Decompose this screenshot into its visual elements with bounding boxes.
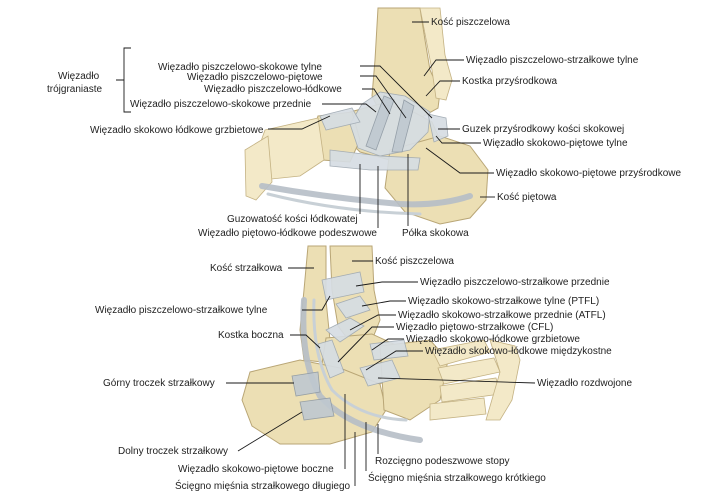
group-name-line1: Więzadło [58,71,100,82]
label-kosc-piszczelowa-top: Kość piszczelowa [431,17,510,28]
label-guzowatosc: Guzowatość kości łódkowatej [227,214,358,225]
label-guzek-przysrodkowy: Guzek przyśrodkowy kości skokowej [462,124,624,135]
bottom-peroneal-tendon-brevis [312,298,408,422]
label-rozciegno: Rozcięgno podeszwowe stopy [375,456,510,467]
label-wiez-skok-lodk-grzbietowe-bottom: Więzadło skokowo-łódkowe grzbietowe [406,334,580,345]
label-cfl: Więzadło piętowo-strzałkowe (CFL) [396,322,553,333]
top-posterior-ligament [427,113,449,143]
top-plantar-tendon [259,183,473,208]
label-sciegno-dlugiego: Ścięgno mięśnia strzałkowego długiego [175,479,351,492]
label-wiez-skok-lodk-miedzykostne: Więzadło skokowo-łódkowe międzykostne [425,346,612,357]
label-wiez-piet-lodk-podeszwowe: Więzadło piętowo-łódkowe podeszwowe [198,228,377,239]
medial-view-illustration [244,7,489,225]
bottom-tibiofibular-ligament [321,271,365,301]
label-wiez-skok-piet-przysrodkowe: Więzadło skokowo-piętowe przyśrodkowe [496,168,682,179]
bottom-midfoot-shape [379,339,449,421]
top-deltoid-band-2 [391,99,415,153]
label-wiez-piszcz-pietowe: Więzadło piszczelowo-piętowe [187,72,323,83]
top-fibula-shape [419,7,453,101]
group-name-line2: trójgraniaste [47,84,102,95]
bottom-bifurcate-ligament [359,359,401,387]
label-wiez-skok-piet-tylne: Więzadło skokowo-piętowe tylne [483,138,628,149]
bottom-talonavicular-ligament [369,339,409,361]
label-sciegno-krotkiego: Ścięgno mięśnia strzałkowego krótkiego [368,471,546,484]
label-kostka-przysrodkowa: Kostka przyśrodkowa [462,76,557,87]
label-wiez-rozdwojone: Więzadło rozdwojone [537,378,632,389]
label-wiez-piszcz-skok-tylne: Więzadło piszczelowo-skokowe tylne [158,62,322,73]
bottom-labels: Kość strzałkowa Kość piszczelowa Więzadł… [95,256,632,492]
top-spring-ligament [329,149,421,171]
label-wiez-piszcz-strzal-tylne-bottom: Więzadło piszczelowo-strzałkowe tylne [95,305,268,316]
bottom-ptfl-shape [335,295,371,319]
top-dorsal-ligament [319,107,361,131]
label-atfl: Więzadło skokowo-strzałkowe przednie (AT… [398,310,606,321]
deltoid-bracket [116,47,131,113]
lateral-view-illustration [241,245,521,445]
label-kosc-strzalkowa: Kość strzałkowa [210,263,283,274]
label-ptfl: Więzadło skokowo-strzałkowe tylne (PTFL) [408,296,599,307]
bottom-metatarsal-1 [431,339,491,367]
bottom-toes-shape [485,339,521,421]
label-wiez-piszcz-strzal-tylne-top: Więzadło piszczelowo-strzałkowe tylne [466,55,639,66]
top-metatarsal-shape [244,135,273,201]
top-plantar-tendon-2 [266,192,422,216]
bottom-peroneal-tendon-longus [300,297,423,443]
bottom-cfl-shape [317,339,345,379]
bottom-atfl-shape [325,317,365,343]
label-polka-skokowa: Półka skokowa [402,228,469,239]
label-kosc-pietowa: Kość piętowa [497,192,557,203]
label-wiez-skok-lodk-grzbietowe-top: Więzadło skokowo łódkowe grzbietowe [90,125,264,136]
label-dolny-troczek: Dolny troczek strzałkowy [118,446,228,457]
bottom-inferior-retinaculum [299,397,335,421]
top-labels: Więzadło trójgraniaste Kość piszczelowa … [47,17,682,239]
bottom-metatarsal-4 [429,397,487,421]
label-kostka-boczna: Kostka boczna [218,330,284,341]
label-wiez-piszcz-skok-przednie: Więzadło piszczelowo-skokowe przednie [130,99,312,110]
label-wiez-skok-piet-boczne: Więzadło skokowo-piętowe boczne [178,464,334,475]
label-gorny-troczek: Górny troczek strzałkowy [103,378,215,389]
label-wiez-piszcz-lodkowe: Więzadło piszczelowo-łódkowe [204,84,342,95]
bottom-superior-retinaculum [291,371,321,397]
label-kosc-piszczelowa-bottom: Kość piszczelowa [375,256,454,267]
label-wiez-piszcz-strzal-przednie: Więzadło piszczelowo-strzałkowe przednie [420,277,610,288]
